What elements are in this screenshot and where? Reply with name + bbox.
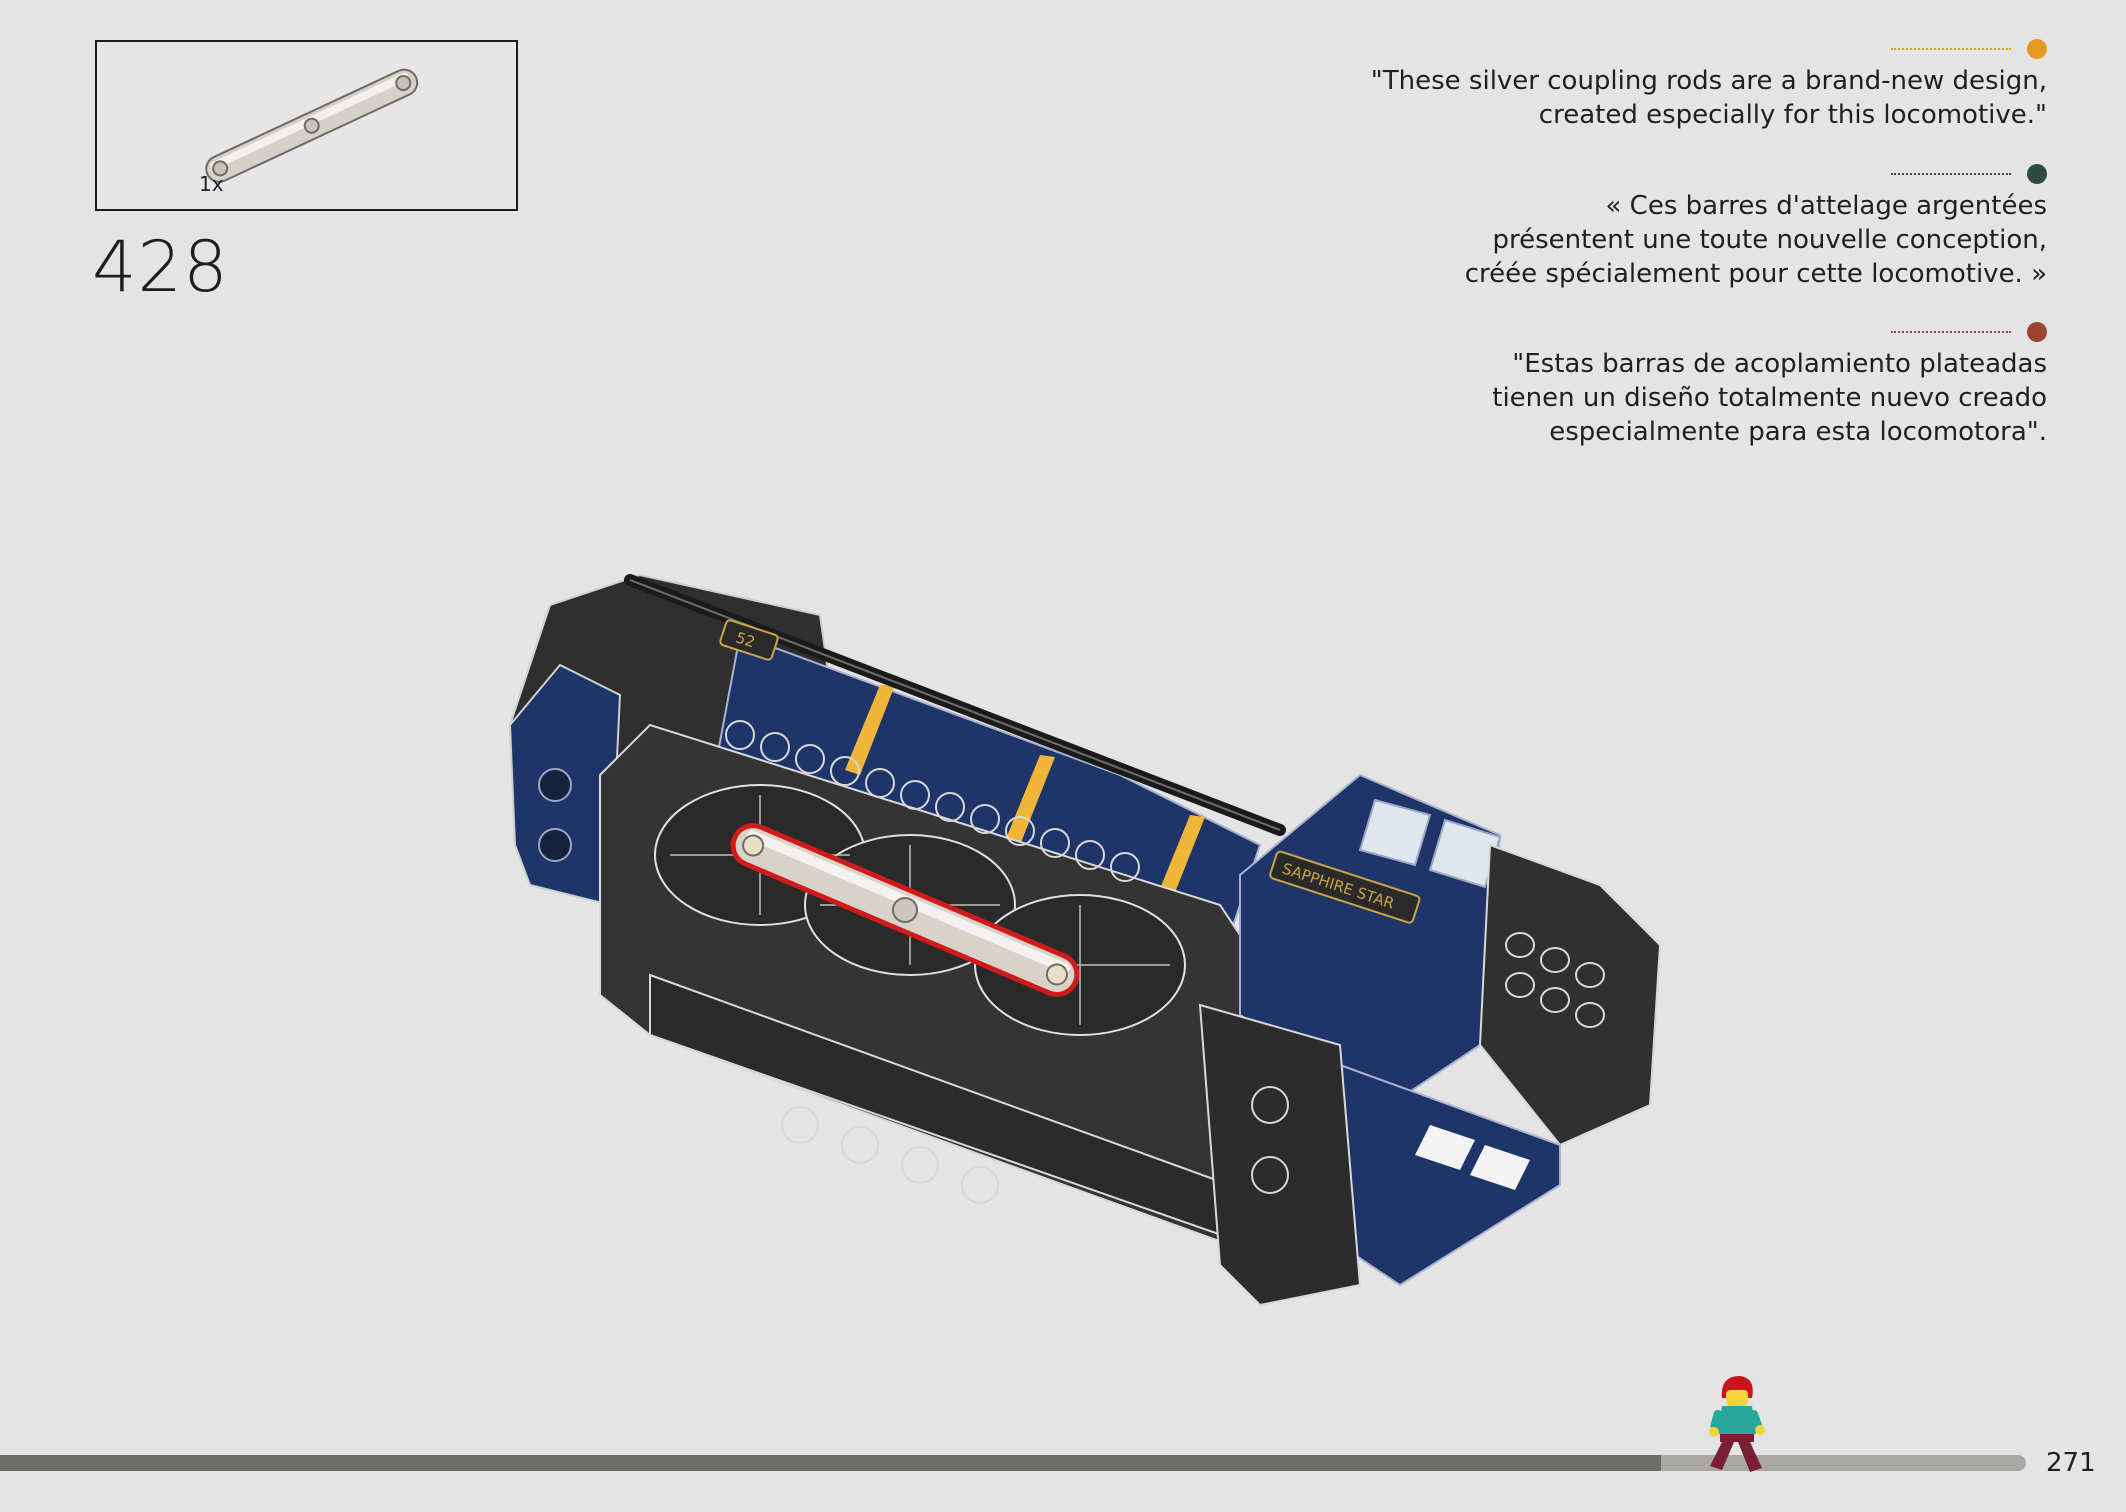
- number-plate: 52: [734, 628, 758, 651]
- tip-text-en: "These silver coupling rods are a brand-…: [1371, 64, 2047, 132]
- tip-line: "Estas barras de acoplamiento plateadas: [1512, 349, 2047, 379]
- tip-line: especialmente para esta locomotora".: [1549, 417, 2047, 447]
- tip-line: "These silver coupling rods are a brand-…: [1370, 66, 2047, 96]
- tip-text-es: "Estas barras de acoplamiento plateadas …: [1492, 347, 2047, 449]
- tip-line: créée spécialement pour cette locomotive…: [1464, 259, 2047, 289]
- page-number: 271: [2046, 1448, 2096, 1478]
- red-dot-icon: [2027, 322, 2047, 342]
- progress-bar: [0, 1455, 2026, 1471]
- locomotive-model-illustration: 52 SAPPHIRE STAR: [508, 573, 1662, 1307]
- part-quantity: 1x: [199, 172, 224, 196]
- orange-dot-icon: [2027, 39, 2047, 59]
- tip-marker-en: [1877, 37, 2047, 61]
- tip-marker-es: [1877, 320, 2047, 344]
- tip-line: présentent une toute nouvelle conception…: [1492, 225, 2047, 255]
- tip-marker-fr: [1877, 162, 2047, 186]
- step-number: 428: [92, 226, 229, 308]
- progress-fill: [0, 1455, 1662, 1471]
- minifigure-walker-icon: [1709, 1376, 1765, 1472]
- coupling-rod-icon: [205, 68, 419, 183]
- tip-line: « Ces barres d'attelage argentées: [1605, 191, 2048, 221]
- tip-text-fr: « Ces barres d'attelage argentées présen…: [1465, 189, 2047, 291]
- parts-callout: 1x: [95, 40, 518, 211]
- tip-line: created especially for this locomotive.": [1538, 100, 2047, 130]
- dotted-leader: [1891, 331, 2011, 333]
- tip-line: tienen un diseño totalmente nuevo creado: [1492, 383, 2047, 413]
- dotted-leader: [1891, 48, 2011, 50]
- dotted-leader: [1891, 173, 2011, 175]
- green-dot-icon: [2027, 164, 2047, 184]
